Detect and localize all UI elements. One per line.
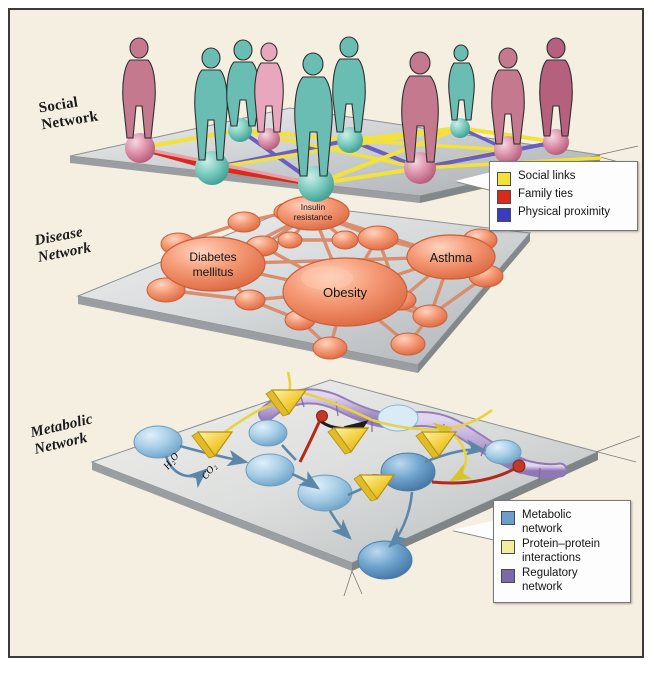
disease-node-obesity: Obesity (282, 257, 408, 327)
legend-label-metabolic-network: Metabolic network (522, 509, 572, 535)
legend-swatch-metabolic-network (501, 511, 515, 525)
legend-label-regulatory-network: Regulatory network (522, 567, 578, 593)
metabolic-plane (90, 379, 641, 597)
legend-swatch-protein-interactions (501, 540, 515, 555)
insulin-resistance-label-l1: Insulin (301, 202, 326, 212)
disease-node-asthma: Asthma (406, 234, 496, 280)
legend-swatch-social-links (497, 172, 511, 186)
metabolite-nodes (133, 404, 522, 580)
social-human-figures (122, 36, 573, 177)
protein-interaction-markers (191, 389, 458, 502)
svg-text:mellitus: mellitus (193, 265, 234, 279)
social-network-legend: Social links Family ties Physical proxim… (489, 161, 638, 231)
legend-label-family-ties: Family ties (518, 188, 573, 200)
svg-text:Obesity: Obesity (323, 285, 368, 300)
legend-swatch-regulatory-network (501, 569, 515, 584)
metabolic-network-legend: Metabolic network Protein–protein intera… (493, 500, 631, 604)
legend-item: Family ties (497, 188, 628, 204)
legend-item: Regulatory network (501, 567, 621, 594)
legend-label-social-links: Social links (518, 170, 576, 182)
metabolic-legend-pointer (452, 520, 496, 540)
regulatory-inhibition-links (298, 410, 526, 485)
legend-item: Protein–protein interactions (501, 538, 621, 565)
social-legend-pointer (455, 172, 491, 190)
legend-swatch-physical-proximity (497, 208, 511, 222)
disease-node-diabetes-mellitus: Diabetes mellitus (160, 236, 266, 292)
metabolic-reaction-arrows (164, 439, 487, 548)
svg-text:Diabetes: Diabetes (189, 250, 236, 264)
legend-item: Physical proximity (497, 206, 628, 222)
legend-label-protein-interactions: Protein–protein interactions (522, 538, 600, 564)
svg-text:Asthma: Asthma (430, 251, 472, 265)
disease-layer: Insulin resistance Diabetes mellitus Ast… (76, 195, 531, 373)
svg-text:resistance: resistance (294, 212, 333, 222)
legend-swatch-family-ties (497, 190, 511, 204)
legend-label-physical-proximity: Physical proximity (518, 206, 611, 218)
legend-item: Social links (497, 170, 628, 186)
metabolic-layer: H₂O CO₂ (90, 371, 641, 597)
legend-item: Metabolic network (501, 509, 621, 536)
